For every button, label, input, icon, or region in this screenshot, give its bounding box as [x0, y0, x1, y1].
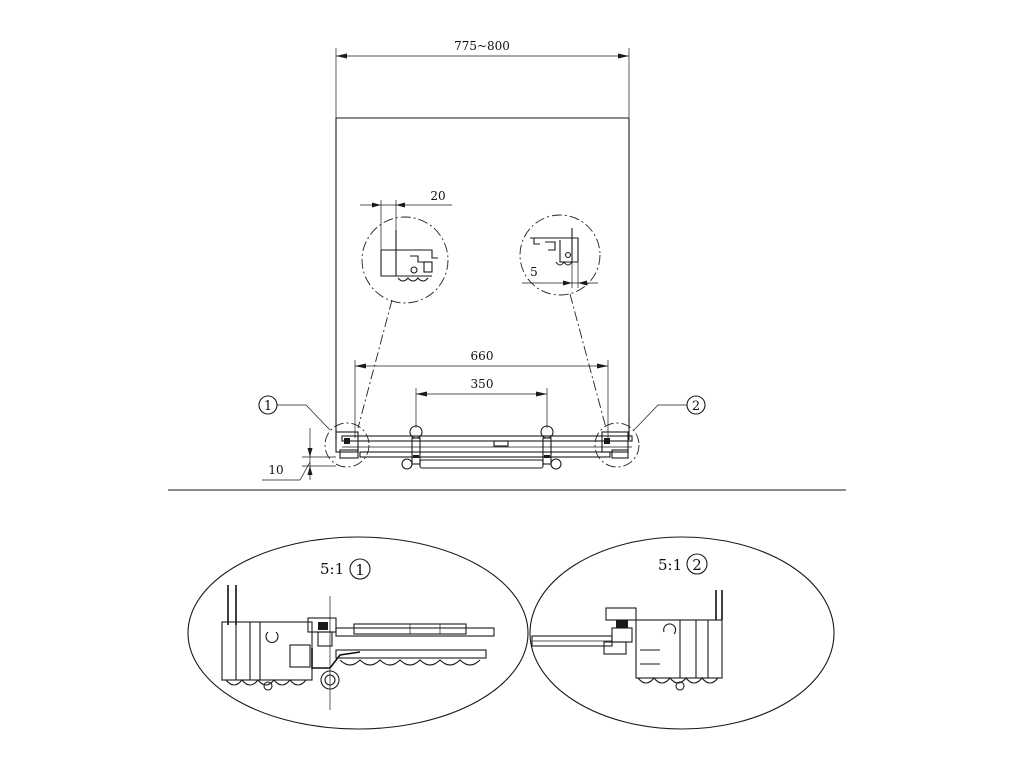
- detail-2-scale: 5:1: [658, 556, 682, 574]
- detail-1-scale: 5:1: [320, 560, 344, 578]
- overall-width-dimension: 775~800: [336, 39, 629, 59]
- overall-width-label: 775~800: [454, 39, 510, 53]
- callout-marker-1: 1: [258, 395, 331, 431]
- detail-leaders: [357, 293, 607, 429]
- handle-span-dimension: 350: [415, 377, 548, 428]
- detail-view-1: 5:1 1: [187, 536, 529, 730]
- dim-660-label: 660: [471, 349, 494, 363]
- detail-bubble-left: 20: [360, 189, 452, 304]
- track-span-dimension: 660: [354, 349, 609, 438]
- detail-2-marker: 2: [692, 556, 702, 574]
- callout-marker-2: 2: [633, 395, 706, 431]
- callout-1-label: 1: [264, 399, 272, 414]
- detail-1-marker: 1: [355, 561, 365, 579]
- dim-20-label: 20: [430, 189, 445, 203]
- floor-gap-dimension: 10: [262, 428, 336, 481]
- dim-10-label: 10: [268, 463, 283, 477]
- dim-350-label: 350: [471, 377, 494, 391]
- door-elevation: [335, 48, 630, 440]
- detail-bubble-right: 5: [519, 214, 601, 296]
- detail-view-2: 5:1 2: [529, 536, 835, 730]
- callout-2-label: 2: [692, 399, 700, 414]
- plan-section: [335, 425, 633, 470]
- corner-detail-circles: [324, 422, 640, 468]
- dim-5-label: 5: [530, 265, 538, 279]
